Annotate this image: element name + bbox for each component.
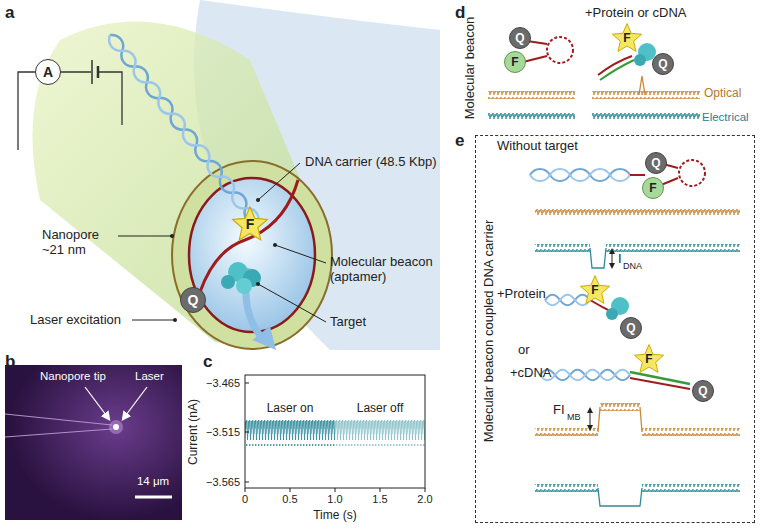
node-letter: F xyxy=(246,217,255,231)
axis-title: Time (s) xyxy=(313,509,357,523)
quencher-circle: Q xyxy=(180,287,206,313)
axis-tick: −3.465 xyxy=(206,377,240,390)
scale-bar-label: 14 μm xyxy=(137,475,169,488)
node-letter: F xyxy=(591,284,598,296)
quencher-circle: Q xyxy=(509,27,531,49)
axis-tick: 2.0 xyxy=(417,493,432,506)
part-label: Molecular beacon (aptamer) xyxy=(330,255,448,285)
star-outline xyxy=(612,24,641,52)
quencher-circle: Q xyxy=(652,53,674,75)
node-letter: Q xyxy=(515,32,524,44)
fluorophore-star: F xyxy=(231,205,269,243)
part-label: Target xyxy=(330,315,366,330)
panel-letter: e xyxy=(455,131,464,151)
quencher-circle: Q xyxy=(645,152,667,174)
node-letter: F xyxy=(649,182,656,194)
panel-letter: c xyxy=(203,352,212,372)
node-letter: Q xyxy=(188,293,199,307)
quencher-circle: Q xyxy=(692,380,714,402)
star-outline xyxy=(634,345,663,373)
condition-label: +Protein or cDNA xyxy=(585,6,687,21)
axis-tick: 0.5 xyxy=(282,493,297,506)
image-annotation: Nanopore tip xyxy=(40,370,106,383)
signal-subscript: MB xyxy=(567,412,581,422)
condition-label: or xyxy=(518,343,530,358)
node-letter: F xyxy=(645,353,652,365)
node-letter: A xyxy=(43,65,53,79)
trace-name: Optical xyxy=(704,87,741,101)
part-label: Nanopore ~21 nm xyxy=(42,228,114,258)
condition-label: +Protein xyxy=(497,287,546,302)
axis-tick: 1.5 xyxy=(372,493,387,506)
panel-letter: b xyxy=(5,352,15,372)
fluorophore-star: F xyxy=(579,274,611,306)
ammeter-symbol: A xyxy=(35,59,61,85)
signal-symbol: I xyxy=(618,252,622,267)
axis-tick: −3.515 xyxy=(206,426,240,439)
star-outline xyxy=(580,276,609,304)
fluorophore-circle: F xyxy=(504,51,526,73)
axis-tick: 0 xyxy=(242,493,248,506)
node-letter: Q xyxy=(626,322,635,334)
condition-label: +cDNA xyxy=(510,366,552,381)
fluorophore-star: F xyxy=(611,22,643,54)
node-letter: Q xyxy=(651,157,660,169)
trace-name: Electrical xyxy=(702,111,749,124)
node-letter: Q xyxy=(698,385,707,397)
axis-tick: −3.565 xyxy=(206,476,240,489)
node-letter: F xyxy=(511,56,518,68)
panel-side-title: Molecular beacon xyxy=(463,17,478,120)
trace-annotation: Laser off xyxy=(357,402,403,416)
image-annotation: Laser xyxy=(135,370,164,383)
quencher-circle: Q xyxy=(620,317,642,339)
condition-label: Without target xyxy=(497,139,578,154)
axis-tick: 1.0 xyxy=(327,493,342,506)
signal-subscript: DNA xyxy=(623,261,642,271)
node-letter: Q xyxy=(658,58,667,70)
fluorophore-circle: F xyxy=(642,177,664,199)
panel-letter: a xyxy=(5,3,14,23)
panel-side-title: Molecular beacon coupled DNA carrier xyxy=(481,220,496,443)
part-label: DNA carrier (48.5 Kbp) xyxy=(305,155,437,170)
trace-annotation: Laser on xyxy=(267,402,314,416)
part-label: Laser excitation xyxy=(30,313,121,328)
signal-symbol: FI xyxy=(553,403,565,418)
dashed-panel: Molecular beacon coupled DNA carrierQFFQ… xyxy=(475,135,755,523)
star-outline xyxy=(233,207,268,240)
fluorophore-star: F xyxy=(633,343,665,375)
axis-title: Current (nA) xyxy=(187,399,201,465)
node-letter: F xyxy=(623,32,630,44)
